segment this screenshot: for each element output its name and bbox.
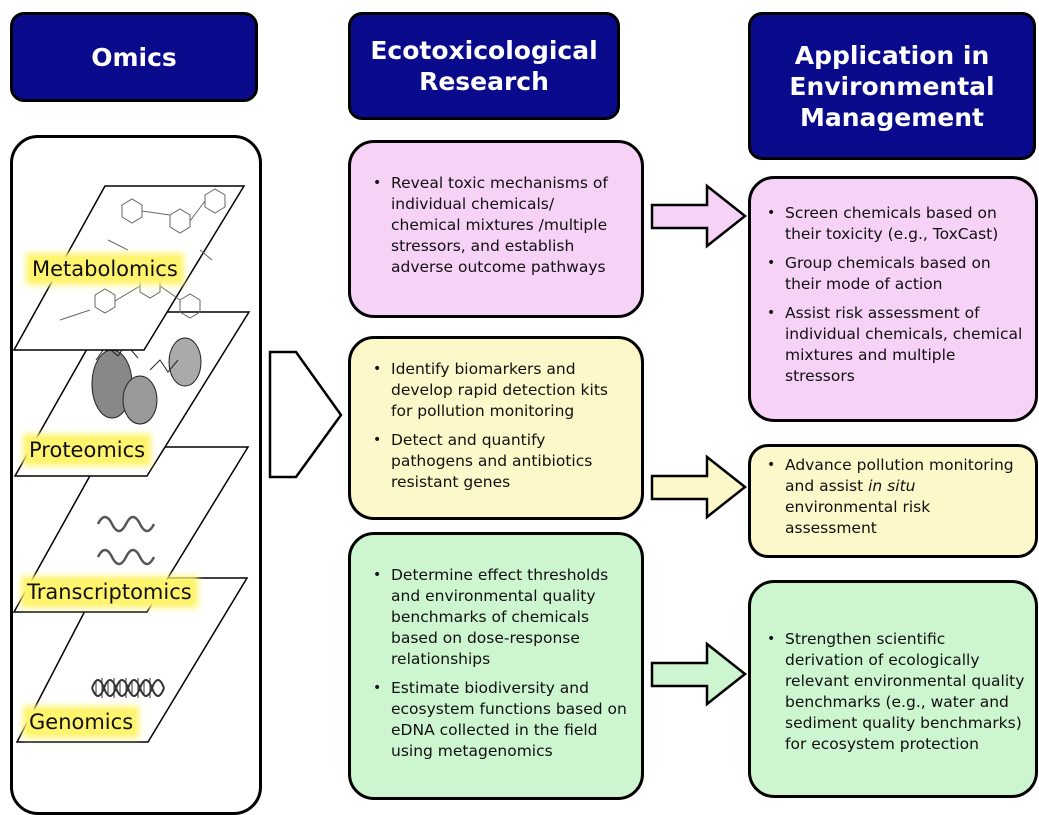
application-box-screening: Screen chemicals based on their toxicity… [748,176,1038,422]
research-header-text: Ecotoxicological Research [370,36,598,96]
application-item: Group chemicals based on their mode of a… [763,253,1025,295]
application-item: Screen chemicals based on their toxicity… [763,203,1025,245]
omics-to-research-chevron [268,350,343,479]
in-situ-text: in situ [868,477,916,495]
protein-structure-icon [91,337,202,425]
research-item: Reveal toxic mechanisms of individual ch… [369,173,627,278]
proteomics-label: Proteomics [27,438,148,462]
research-box-mechanisms: Reveal toxic mechanisms of individual ch… [348,140,644,318]
application-item: Assist risk assessment of individual che… [763,303,1025,387]
application-box-benchmarks: Strengthen scientific derivation of ecol… [748,580,1038,798]
omics-header: Omics [10,12,258,102]
application-item-text: Advance pollution monitoring and assist [785,456,1014,495]
application-header: Application in Environmental Management [748,12,1036,160]
application-header-text: Application in Environmental Management [789,40,995,132]
rna-strand-icon [96,515,156,566]
omics-header-text: Omics [91,42,177,72]
arrow-green [650,641,748,707]
research-item: Estimate biodiversity and ecosystem func… [369,678,627,762]
genomics-label: Genomics [27,710,136,734]
research-item: Detect and quantify pathogens and antibi… [369,430,627,493]
application-item: Advance pollution monitoring and assist … [763,455,1025,539]
research-box-monitoring: Identify biomarkers and develop rapid de… [348,336,644,520]
application-box-monitoring: Advance pollution monitoring and assist … [748,444,1038,558]
genomics-layer [15,577,249,743]
research-item: Identify biomarkers and develop rapid de… [369,359,627,422]
arrow-yellow [650,454,748,520]
research-header: Ecotoxicological Research [348,12,620,120]
research-box-benchmarks: Determine effect thresholds and environm… [348,532,644,800]
application-item-text: environmental risk assessment [785,498,931,537]
chemical-structure-icon [59,188,226,321]
arrow-pink [650,183,748,249]
transcriptomics-layer [12,446,250,613]
research-item: Determine effect thresholds and environm… [369,565,627,670]
dna-helix-icon [91,678,165,698]
application-item: Strengthen scientific derivation of ecol… [763,629,1025,755]
metabolomics-label: Metabolomics [30,257,180,281]
transcriptomics-label: Transcriptomics [25,580,194,604]
